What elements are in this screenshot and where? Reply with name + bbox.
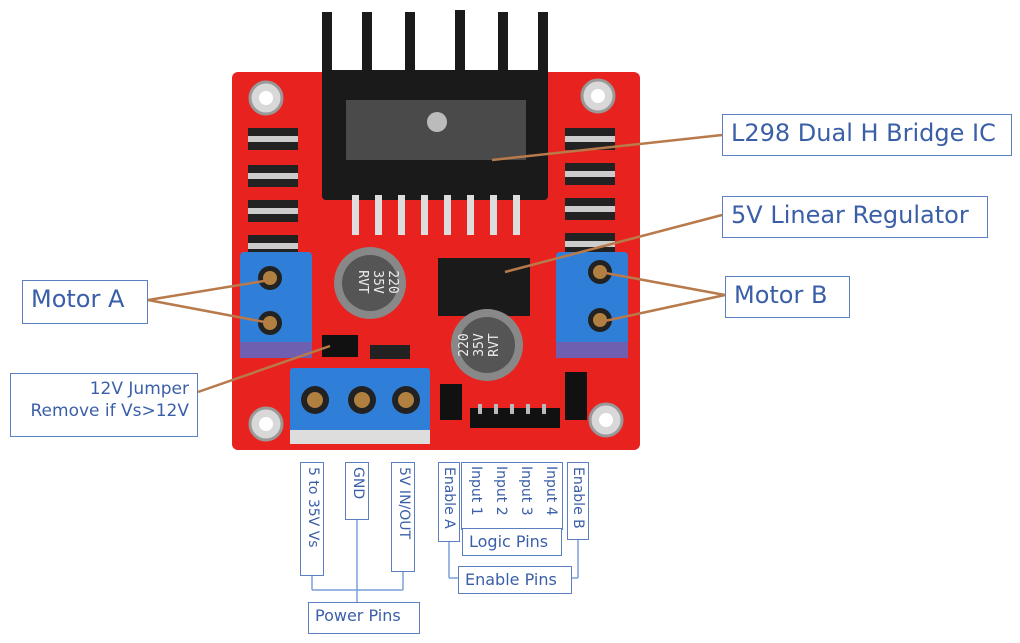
logic-pins-label: Logic Pins [462, 528, 562, 556]
capacitor-line2: 35V [472, 333, 487, 357]
capacitor-line3: RVT [487, 333, 502, 357]
diodes-right [565, 128, 615, 255]
motor-a-terminal [240, 252, 312, 358]
jumper-line1: 12V Jumper [89, 379, 189, 399]
jumper-line2: Remove if Vs>12V [30, 401, 190, 421]
regulator-chip [438, 258, 530, 316]
jumper-label: 12V Jumper Remove if Vs>12V [10, 373, 198, 437]
capacitor-2-text: 220 35V RVT [457, 327, 502, 363]
regulator-label: 5V Linear Regulator [722, 196, 988, 238]
capacitor-line1: 220 [385, 270, 400, 294]
diodes-left [248, 128, 298, 257]
motor-b-label: Motor B [725, 276, 850, 318]
input3-label: Input 3 [514, 462, 536, 530]
input4-label: Input 4 [539, 462, 561, 530]
input1-label: Input 1 [464, 462, 486, 530]
input2-label: Input 2 [489, 462, 511, 530]
bracket-lines [311, 520, 579, 602]
ic-pins [352, 195, 520, 235]
ic-label: L298 Dual H Bridge IC [722, 114, 1012, 156]
capacitor-2 [451, 309, 523, 381]
capacitor-line2: 35V [370, 270, 385, 294]
power-terminal [290, 368, 430, 444]
inputs-bracket [461, 462, 563, 530]
vs-pin-label: 5 to 35V Vs [300, 462, 324, 576]
gnd-pin-label: GND [345, 462, 369, 520]
5v-pin-label: 5V IN/OUT [391, 462, 415, 572]
power-pins-label: Power Pins [308, 602, 420, 634]
enable-a-label: Enable A [438, 462, 460, 542]
leader-lines [147, 133, 726, 394]
jumper-12v [322, 335, 358, 357]
mounting-holes [248, 78, 624, 442]
capacitor-1 [334, 247, 406, 319]
motor-a-label: Motor A [22, 280, 148, 324]
capacitor-line3: RVT [355, 270, 370, 294]
enable-b-label: Enable B [567, 462, 589, 540]
capacitor-line1: 220 [457, 333, 472, 357]
capacitor-1-text: 220 35V RVT [355, 264, 400, 300]
motor-b-terminal [556, 252, 628, 358]
logic-header [440, 372, 587, 428]
enable-pins-label: Enable Pins [458, 566, 572, 594]
